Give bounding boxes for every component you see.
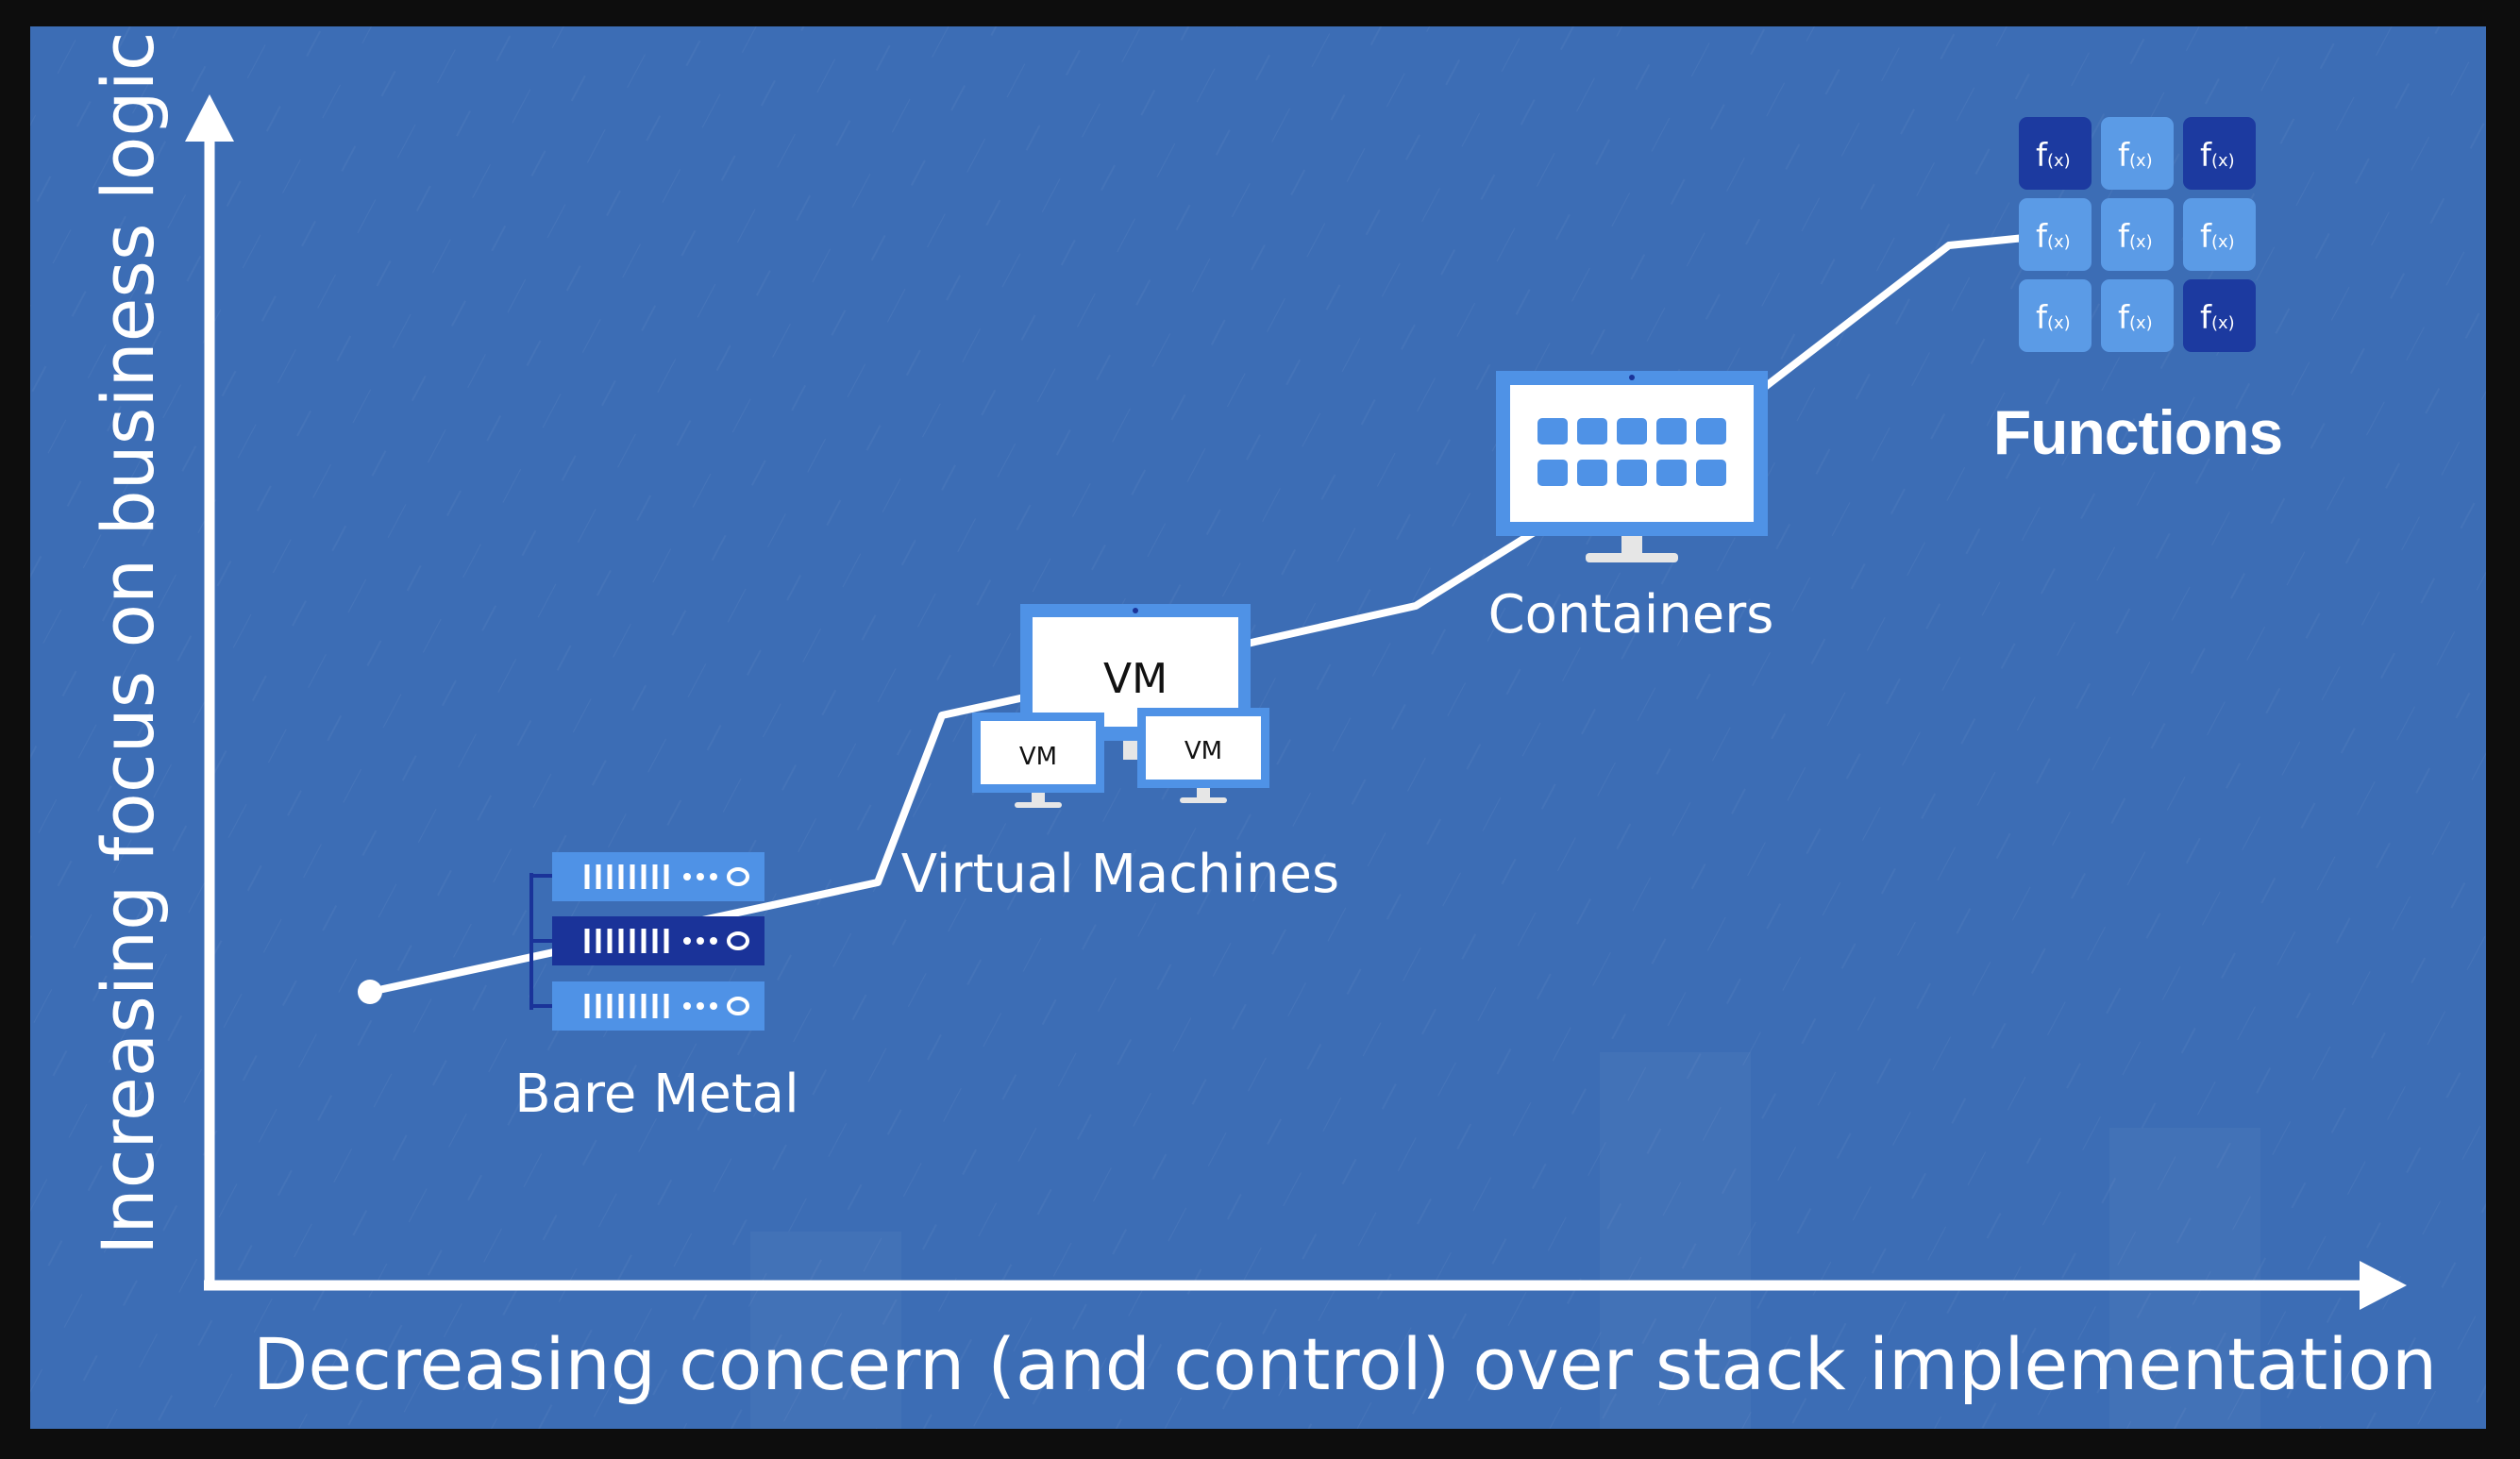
stage-label-functions: Functions (1993, 397, 2282, 467)
svg-text:f(x): f(x) (2118, 218, 2153, 256)
function-tile-f: f (2036, 137, 2048, 175)
function-tile-f: f (2200, 299, 2212, 337)
function-tile-sub: (x) (2211, 151, 2235, 171)
vm-monitor-right: VM (1137, 708, 1269, 803)
function-tile-sub: (x) (2047, 232, 2071, 252)
function-tile-f: f (2200, 137, 2212, 175)
function-tile: f(x) (2183, 198, 2256, 271)
function-tile-sub: (x) (2211, 313, 2235, 333)
svg-text:f(x): f(x) (2036, 137, 2071, 175)
svg-text:f(x): f(x) (2200, 299, 2235, 337)
x-axis (204, 1261, 2407, 1310)
function-tile-f: f (2200, 218, 2212, 256)
function-tile: f(x) (2101, 198, 2174, 271)
function-tile-sub: (x) (2129, 151, 2153, 171)
stage-label-virtual-machines: Virtual Machines (901, 844, 1339, 905)
y-axis-label: Increasing focus on business logic (86, 32, 170, 1256)
server-unit-top (552, 852, 764, 901)
x-axis-label: Decreasing concern (and control) over st… (253, 1322, 2437, 1406)
function-tile-sub: (x) (2047, 151, 2071, 171)
function-tile-f: f (2118, 218, 2130, 256)
function-tile: f(x) (2019, 279, 2092, 352)
svg-text:f(x): f(x) (2036, 218, 2071, 256)
function-tile: f(x) (2101, 279, 2174, 352)
vm-main-label: VM (1103, 655, 1168, 703)
function-tile-sub: (x) (2047, 313, 2071, 333)
server-unit-middle (552, 916, 764, 965)
stage-label-bare-metal: Bare Metal (514, 1064, 798, 1125)
container-monitor-icon (1496, 371, 1768, 562)
server-unit-bottom (552, 981, 764, 1031)
svg-text:f(x): f(x) (2118, 137, 2153, 175)
svg-text:f(x): f(x) (2118, 299, 2153, 337)
function-tile-sub: (x) (2211, 232, 2235, 252)
vm-monitor-left: VM (972, 713, 1104, 808)
progression-line (366, 234, 2028, 996)
progression-start-dot (358, 980, 382, 1004)
function-tile: f(x) (2183, 279, 2256, 352)
vm-left-label: VM (1019, 743, 1057, 771)
y-axis (185, 94, 234, 1288)
function-tile-sub: (x) (2129, 313, 2153, 333)
function-tile-f: f (2118, 137, 2130, 175)
function-tile: f(x) (2019, 117, 2092, 190)
function-tile-f: f (2118, 299, 2130, 337)
stage-label-containers: Containers (1488, 584, 1774, 646)
vm-monitors-icon: VM VM VM (972, 604, 1269, 808)
function-tile-f: f (2036, 299, 2048, 337)
vm-right-label: VM (1184, 737, 1222, 765)
svg-text:f(x): f(x) (2036, 299, 2071, 337)
function-tile-f: f (2036, 218, 2048, 256)
svg-text:f(x): f(x) (2200, 137, 2235, 175)
container-blocks (1537, 418, 1726, 486)
function-tile: f(x) (2019, 198, 2092, 271)
function-tile: f(x) (2183, 117, 2256, 190)
function-grid-icon: f(x) f(x) f(x) f(x) f(x) f(x) f(x) f(x) (2019, 117, 2256, 352)
server-rack-icon (529, 852, 764, 1031)
svg-text:f(x): f(x) (2200, 218, 2235, 256)
function-tile-sub: (x) (2129, 232, 2153, 252)
function-tile: f(x) (2101, 117, 2174, 190)
